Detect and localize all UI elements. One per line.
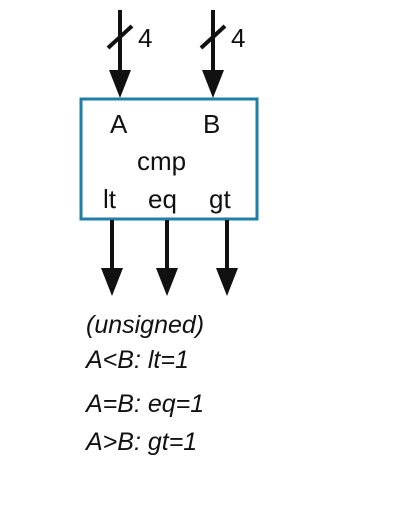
note-unsigned: (unsigned) [86,311,204,339]
note-greater-than: A>B: gt=1 [84,428,197,456]
output-wire-eq [156,220,178,296]
port-label-a: A [110,109,128,139]
note-less-than: A<B: lt=1 [84,346,189,374]
note-equal: A=B: eq=1 [84,390,204,418]
bus-slash-b [199,24,227,50]
port-label-b: B [203,109,220,139]
bus-width-a: 4 [138,23,152,53]
input-wire-b: 4 [199,10,245,98]
port-label-eq: eq [148,184,177,214]
port-label-lt: lt [103,184,117,214]
input-wire-a: 4 [106,10,152,98]
component-name: cmp [137,146,186,176]
bus-width-b: 4 [231,23,245,53]
output-wire-gt [216,220,238,296]
port-label-gt: gt [209,184,231,214]
bus-slash-a [106,24,134,50]
output-wire-lt [101,220,123,296]
comparator-box [79,97,259,221]
